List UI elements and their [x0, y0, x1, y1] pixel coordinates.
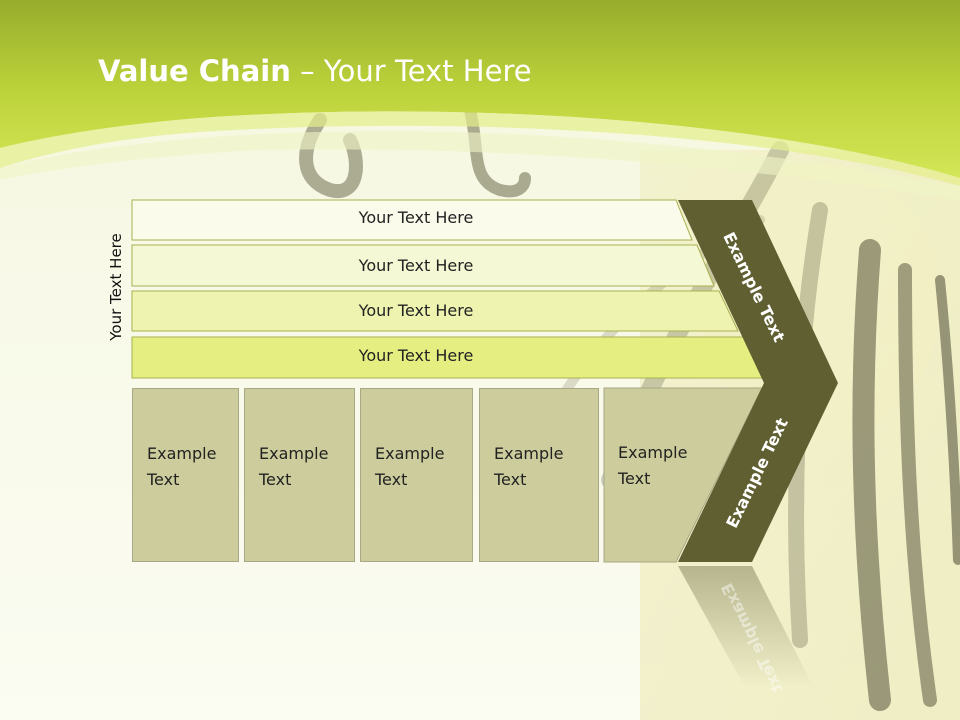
box-4-line2: Text — [494, 470, 527, 489]
row-shape-1 — [131, 199, 693, 241]
row-label-2: Your Text Here — [358, 256, 474, 275]
box-5-line2: Text — [618, 469, 651, 488]
row-shape-3 — [131, 290, 739, 332]
box-1-line1: Example — [147, 444, 217, 463]
chevron-reflection — [678, 566, 820, 700]
box-2-line2: Text — [259, 470, 292, 489]
row-label-1: Your Text Here — [358, 208, 474, 227]
box-1-line2: Text — [147, 470, 180, 489]
row-label-3: Your Text Here — [358, 301, 474, 320]
row-shape-2 — [131, 244, 715, 287]
slide-title: Value Chain – Your Text Here — [98, 54, 532, 88]
box-3-line2: Text — [375, 470, 408, 489]
box-3-line1: Example — [375, 444, 445, 463]
box-5-line1: Example — [618, 443, 688, 462]
chevron-shape — [678, 200, 838, 562]
box-2-line1: Example — [259, 444, 329, 463]
row-label-4: Your Text Here — [358, 346, 474, 365]
title-rest: – Your Text Here — [290, 54, 532, 88]
box-4-line1: Example — [494, 444, 564, 463]
title-bold: Value Chain — [98, 54, 291, 88]
box-shape-5 — [603, 387, 763, 563]
